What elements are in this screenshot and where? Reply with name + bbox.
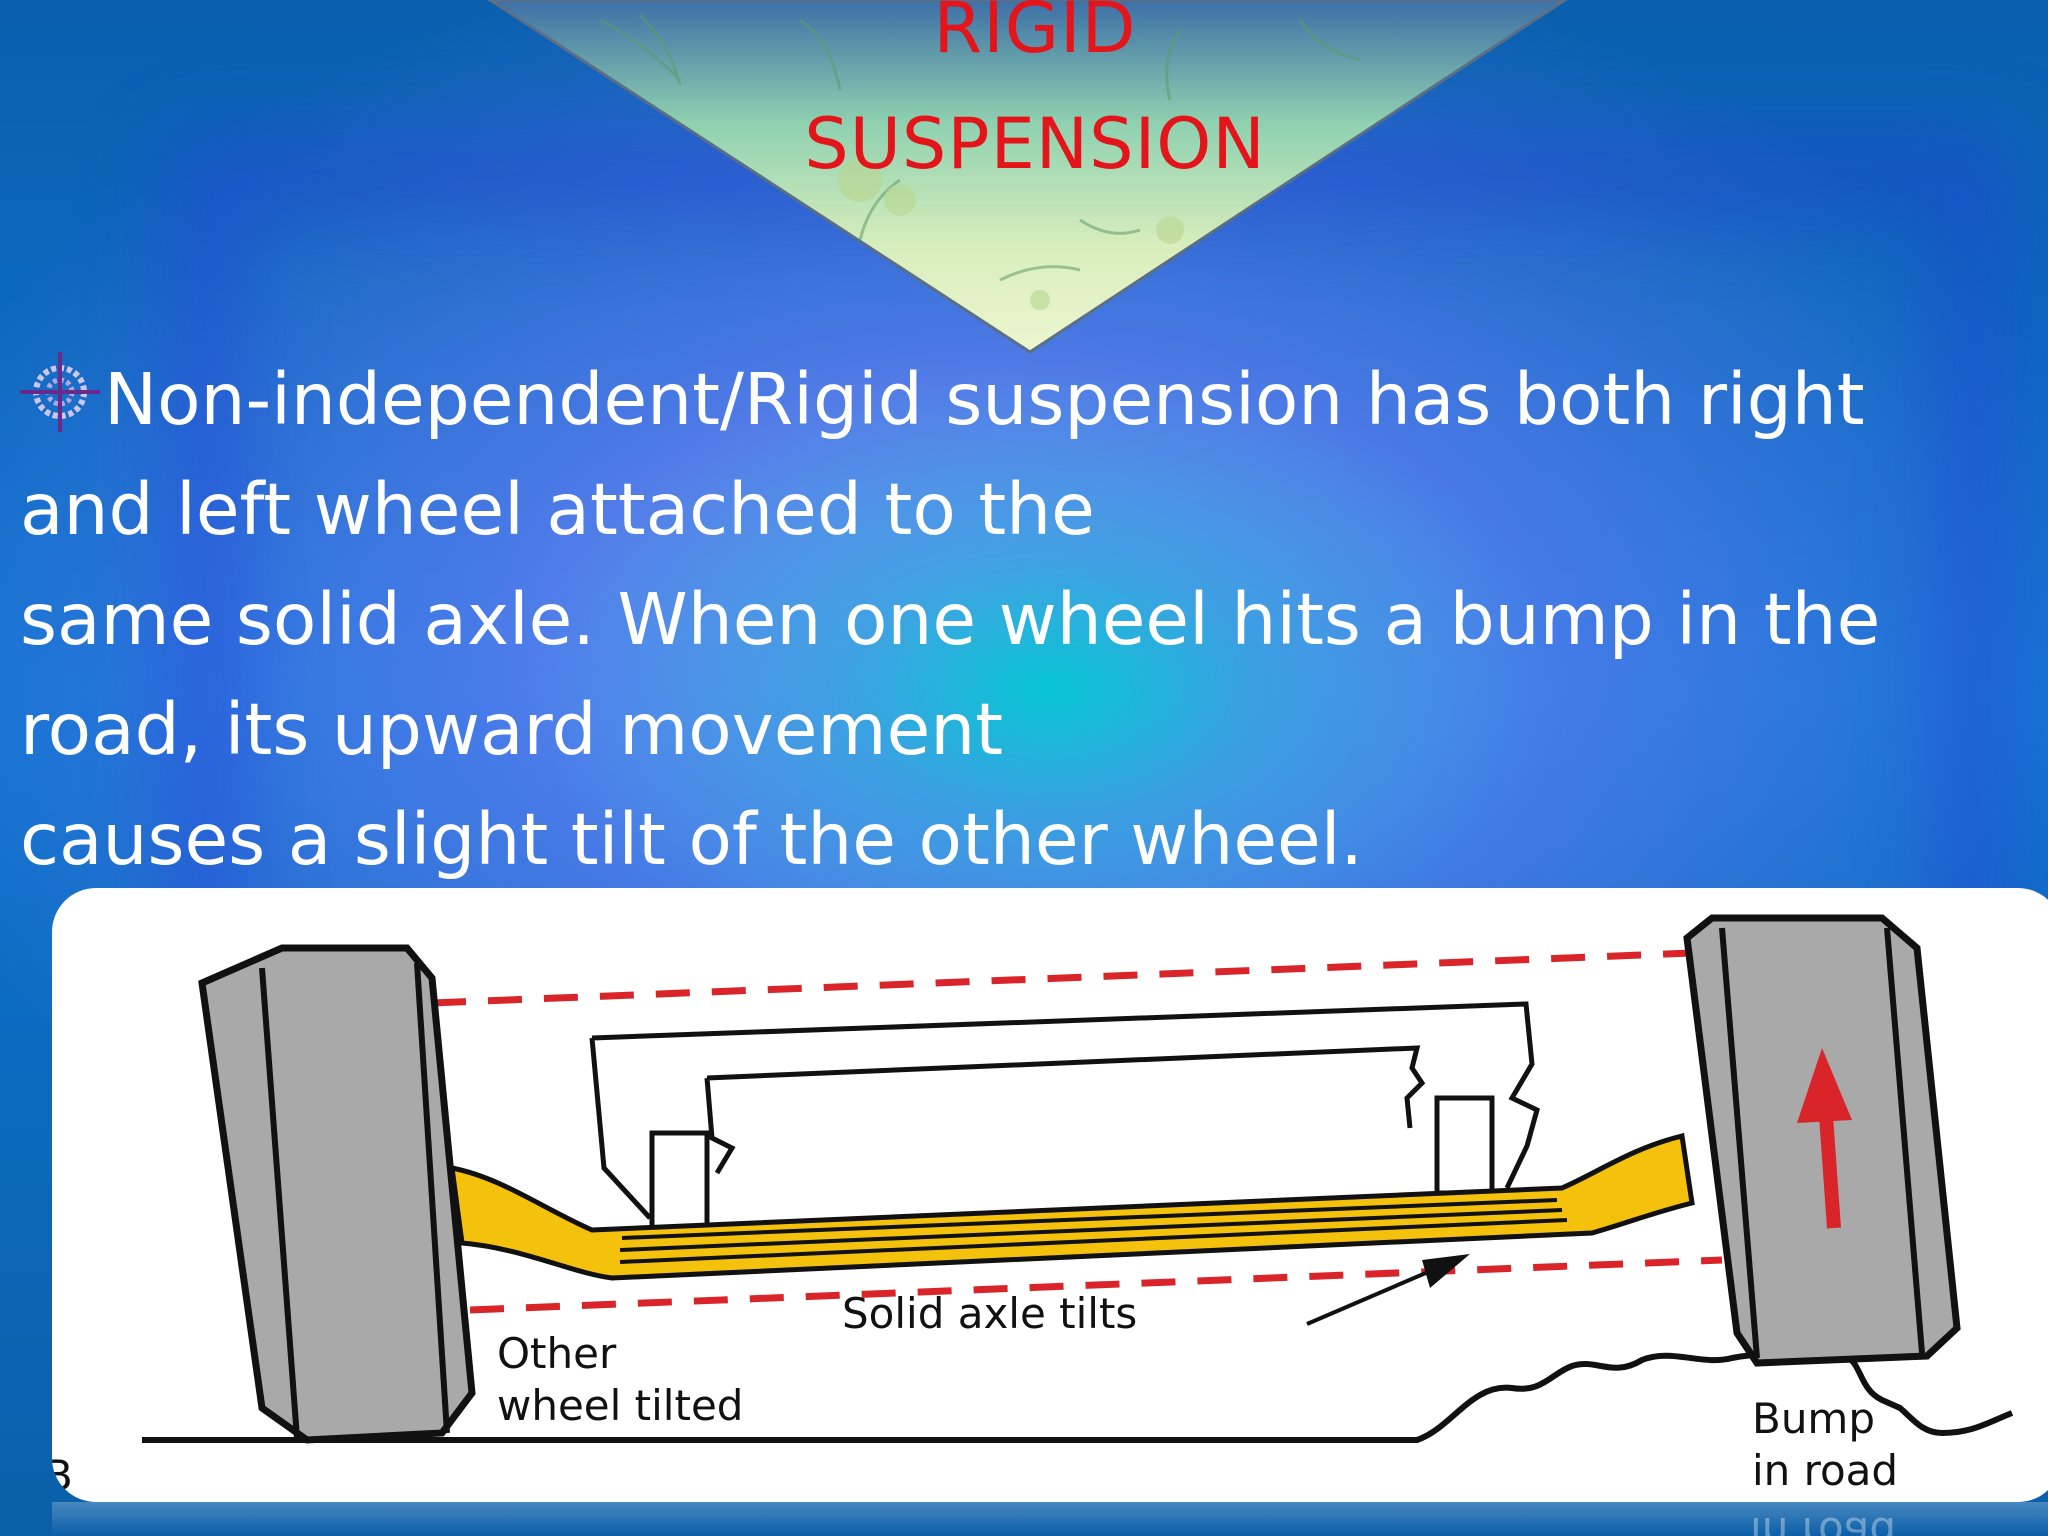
- slide-title-line-2: SUSPENSION: [804, 103, 1266, 185]
- bump-label-line-1: Bump: [1752, 1394, 1875, 1443]
- body-line-5: causes a slight tilt of the other wheel.: [20, 798, 1364, 881]
- chassis-frame: [589, 1001, 1540, 1220]
- right-wheel-groove-1: [1719, 927, 1760, 1359]
- leaf-decoration: [599, 13, 1361, 282]
- lower-dashed-line: [469, 1256, 1723, 1314]
- title-triangle: [487, 0, 1568, 354]
- right-wheel-groove-2: [1884, 927, 1925, 1354]
- chassis-inner-frame: [704, 1045, 1426, 1175]
- axle-pointer-arrow-icon: [1306, 1254, 1470, 1326]
- slide-title-line-1: RIGID: [933, 0, 1137, 69]
- diagram-card: Other wheel tilted Solid axle tilts Bump…: [52, 888, 2048, 1502]
- corner-label: B: [52, 1451, 73, 1500]
- title-banner: [487, 0, 1568, 354]
- body-paragraph: Non-independent/Rigid suspension has bot…: [20, 345, 2020, 895]
- other-wheel-label-line-1: Other: [497, 1329, 617, 1378]
- right-spring-perch: [1434, 1095, 1495, 1196]
- axle-line-1: [621, 1198, 1558, 1240]
- other-wheel-label-line-2: wheel tilted: [497, 1381, 743, 1430]
- diagram-reflection: [52, 1502, 2048, 1536]
- left-wheel-groove-2: [414, 962, 450, 1434]
- axle-line-3: [619, 1218, 1568, 1264]
- upward-arrow-icon: [1797, 1048, 1852, 1229]
- crosshair-bullet-icon: [20, 352, 100, 432]
- axle-line-2: [619, 1208, 1563, 1252]
- body-line-1-text: Non-independent/Rigid suspension has bot…: [104, 358, 1865, 441]
- left-wheel-groove-1: [259, 967, 300, 1439]
- rigid-axle-diagram: Other wheel tilted Solid axle tilts Bump…: [52, 914, 2014, 1500]
- reflection-text: in road: [1750, 1508, 1897, 1536]
- body-line-3: same solid axle. When one wheel hits a b…: [20, 578, 1881, 661]
- left-spring-perch: [649, 1130, 710, 1231]
- bump-label-line-2: in road: [1752, 1446, 1898, 1495]
- ground-line: [142, 1351, 2014, 1443]
- leaf-dots: [838, 158, 1184, 310]
- body-line-1: Non-independent/Rigid suspension has bot…: [20, 345, 2020, 455]
- upper-dashed-line: [431, 949, 1693, 1007]
- body-line-4: road, its upward movement: [20, 688, 1004, 771]
- body-line-2: and left wheel attached to the: [20, 468, 1095, 551]
- axle-label: Solid axle tilts: [842, 1289, 1137, 1338]
